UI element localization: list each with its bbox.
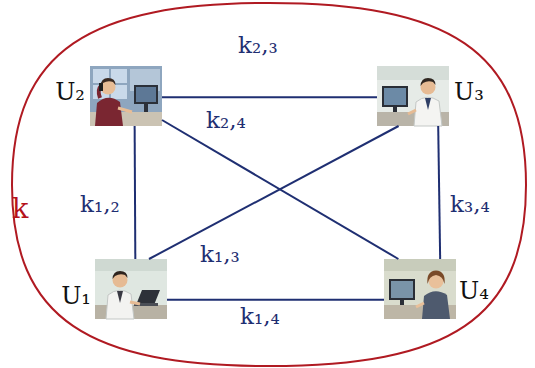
- key-link: [134, 126, 136, 259]
- user-box: U₁: [95, 259, 167, 319]
- pairwise-key: k₂,₃: [238, 33, 278, 58]
- user-name: U₄: [459, 278, 489, 304]
- key-link-line: [162, 96, 377, 98]
- key-link: [149, 126, 399, 259]
- key-link: [162, 97, 377, 98]
- user-box: U₄: [384, 259, 456, 319]
- pairwise-key: k₁,₃: [200, 242, 240, 267]
- user-photo: [384, 259, 456, 319]
- key-ring-line: [12, 3, 526, 366]
- pairwise-key: k₂,₄: [206, 108, 246, 133]
- key-link-line: [167, 299, 384, 301]
- user-box: U₂: [90, 66, 162, 126]
- key-link-line: [438, 126, 440, 259]
- user-name: U₁: [61, 283, 91, 309]
- user-box: U₃: [377, 66, 449, 126]
- key-link: [438, 126, 440, 259]
- user-photo: [90, 66, 162, 126]
- user-name: U₂: [55, 79, 85, 105]
- key-link-line: [134, 126, 137, 259]
- pairwise-key: k₃,₄: [450, 192, 490, 217]
- pairwise-key: k₁,₂: [80, 192, 120, 217]
- user-photo: [95, 259, 167, 319]
- key-link-line: [149, 126, 399, 259]
- user-name: U₃: [454, 79, 484, 105]
- key-link: [167, 299, 384, 300]
- group-key: k: [12, 194, 28, 224]
- pairwise-key: k₁,₄: [240, 304, 280, 329]
- user-photo: [377, 66, 449, 126]
